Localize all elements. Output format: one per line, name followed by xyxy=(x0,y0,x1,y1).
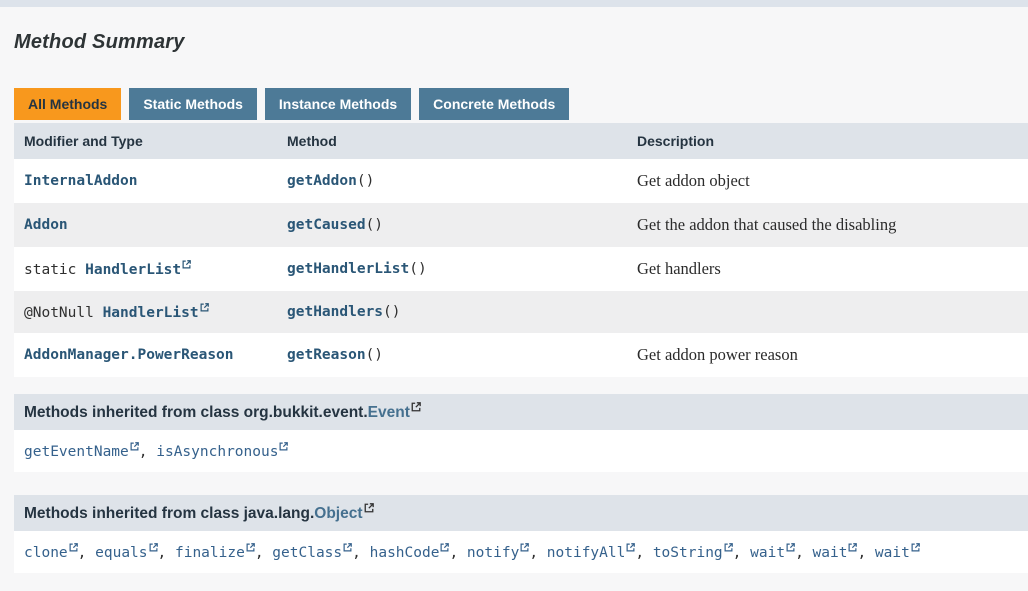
separator: , xyxy=(77,545,96,561)
separator: , xyxy=(857,545,875,561)
inherited-methods-event-block: Methods inherited from class org.bukkit.… xyxy=(14,394,1028,472)
separator: , xyxy=(449,545,467,561)
col-header-method: Method xyxy=(277,123,627,159)
method-parens: () xyxy=(409,261,427,277)
method-parens: () xyxy=(365,347,384,363)
top-border-bar xyxy=(0,0,1028,7)
table-row: @NotNull HandlerList getHandlers() xyxy=(14,291,1028,333)
type-link[interactable]: Addon xyxy=(24,217,68,233)
modifier-keyword: static xyxy=(24,262,86,278)
method-link[interactable]: getReason xyxy=(287,347,366,363)
external-link-icon xyxy=(200,303,209,321)
external-link-icon xyxy=(411,402,421,422)
modifier-annotation: @NotNull xyxy=(24,305,103,321)
method-description xyxy=(627,291,1028,333)
external-link-icon xyxy=(364,503,374,523)
inherited-method-link[interactable]: getEventName xyxy=(24,442,139,460)
type-link[interactable]: AddonManager.PowerReason xyxy=(24,347,234,363)
inherited-method-link[interactable]: notify xyxy=(467,543,530,561)
type-link[interactable]: InternalAddon xyxy=(24,173,138,189)
external-link-icon xyxy=(246,543,255,561)
external-link-icon xyxy=(279,442,289,460)
external-link-icon xyxy=(911,543,920,561)
method-link[interactable]: getHandlerList xyxy=(287,261,410,277)
class-link-object[interactable]: Object xyxy=(314,505,363,522)
tab-all-methods[interactable]: All Methods xyxy=(14,88,122,120)
separator: , xyxy=(795,545,813,561)
method-parens: () xyxy=(365,217,384,233)
method-link[interactable]: getAddon xyxy=(287,173,357,189)
external-link-icon xyxy=(786,543,795,561)
method-description: Get addon power reason xyxy=(627,333,1028,377)
inherited-method-link[interactable]: finalize xyxy=(175,543,255,561)
col-header-description: Description xyxy=(627,123,1028,159)
inherited-method-link[interactable]: equals xyxy=(95,543,158,561)
separator: , xyxy=(157,545,175,561)
separator: , xyxy=(352,545,370,561)
inherited-method-link[interactable]: isAsynchronous xyxy=(156,442,289,460)
inherited-method-link[interactable]: toString xyxy=(653,543,733,561)
external-link-icon xyxy=(440,543,450,561)
external-link-icon xyxy=(520,543,530,561)
inherited-methods-object-heading: Methods inherited from class java.lang.O… xyxy=(14,495,1028,531)
col-header-modifier-and-type: Modifier and Type xyxy=(14,123,277,159)
inherited-methods-object-block: Methods inherited from class java.lang.O… xyxy=(14,495,1028,573)
inherited-method-link[interactable]: getClass xyxy=(272,543,352,561)
class-link-event[interactable]: Event xyxy=(367,404,410,421)
tab-instance-methods[interactable]: Instance Methods xyxy=(264,88,412,120)
external-link-icon xyxy=(724,543,733,561)
table-row: static HandlerList getHandlerList() Get … xyxy=(14,247,1028,291)
method-filter-tabs: All Methods Static Methods Instance Meth… xyxy=(14,88,1028,120)
inherited-method-link[interactable]: wait xyxy=(750,543,795,561)
external-link-icon xyxy=(626,543,636,561)
method-description: Get the addon that caused the disabling xyxy=(627,203,1028,247)
separator: , xyxy=(635,545,653,561)
tab-static-methods[interactable]: Static Methods xyxy=(129,88,257,120)
separator: , xyxy=(732,545,751,561)
external-link-icon xyxy=(182,260,191,278)
method-link[interactable]: getHandlers xyxy=(287,304,384,320)
external-link-icon xyxy=(69,543,78,561)
separator: , xyxy=(138,444,157,460)
table-row: AddonManager.PowerReason getReason() Get… xyxy=(14,333,1028,377)
method-description: Get addon object xyxy=(627,159,1028,203)
method-summary-table: Modifier and Type Method Description Int… xyxy=(14,123,1028,377)
method-description: Get handlers xyxy=(627,247,1028,291)
section-title: Method Summary xyxy=(14,31,185,53)
inherited-methods-event-links: getEventName, isAsynchronous xyxy=(14,430,1028,472)
separator: , xyxy=(529,545,547,561)
inherited-method-link[interactable]: notifyAll xyxy=(547,543,636,561)
inherited-methods-event-heading: Methods inherited from class org.bukkit.… xyxy=(14,394,1028,430)
method-summary-section: Method Summary All Methods Static Method… xyxy=(0,7,1028,573)
method-parens: () xyxy=(383,304,401,320)
table-header-row: Modifier and Type Method Description xyxy=(14,123,1028,159)
external-link-icon xyxy=(848,543,858,561)
table-row: Addon getCaused() Get the addon that cau… xyxy=(14,203,1028,247)
tab-concrete-methods[interactable]: Concrete Methods xyxy=(419,88,570,120)
type-link[interactable]: HandlerList xyxy=(103,303,209,321)
method-parens: () xyxy=(356,173,375,189)
separator: , xyxy=(254,545,273,561)
inherited-method-link[interactable]: clone xyxy=(24,543,78,561)
inherited-methods-object-links: clone, equals, finalize, getClass, hashC… xyxy=(14,531,1028,573)
external-link-icon xyxy=(343,543,352,561)
external-link-icon xyxy=(130,442,139,460)
inherited-heading-text: Methods inherited from class org.bukkit.… xyxy=(24,404,368,421)
inherited-method-link[interactable]: wait xyxy=(813,543,858,561)
type-link[interactable]: HandlerList xyxy=(85,260,191,278)
inherited-method-link[interactable]: wait xyxy=(875,543,920,561)
external-link-icon xyxy=(149,543,158,561)
inherited-heading-text: Methods inherited from class java.lang. xyxy=(24,505,315,522)
inherited-method-link[interactable]: hashCode xyxy=(370,543,450,561)
method-link[interactable]: getCaused xyxy=(287,217,366,233)
table-row: InternalAddon getAddon() Get addon objec… xyxy=(14,159,1028,203)
